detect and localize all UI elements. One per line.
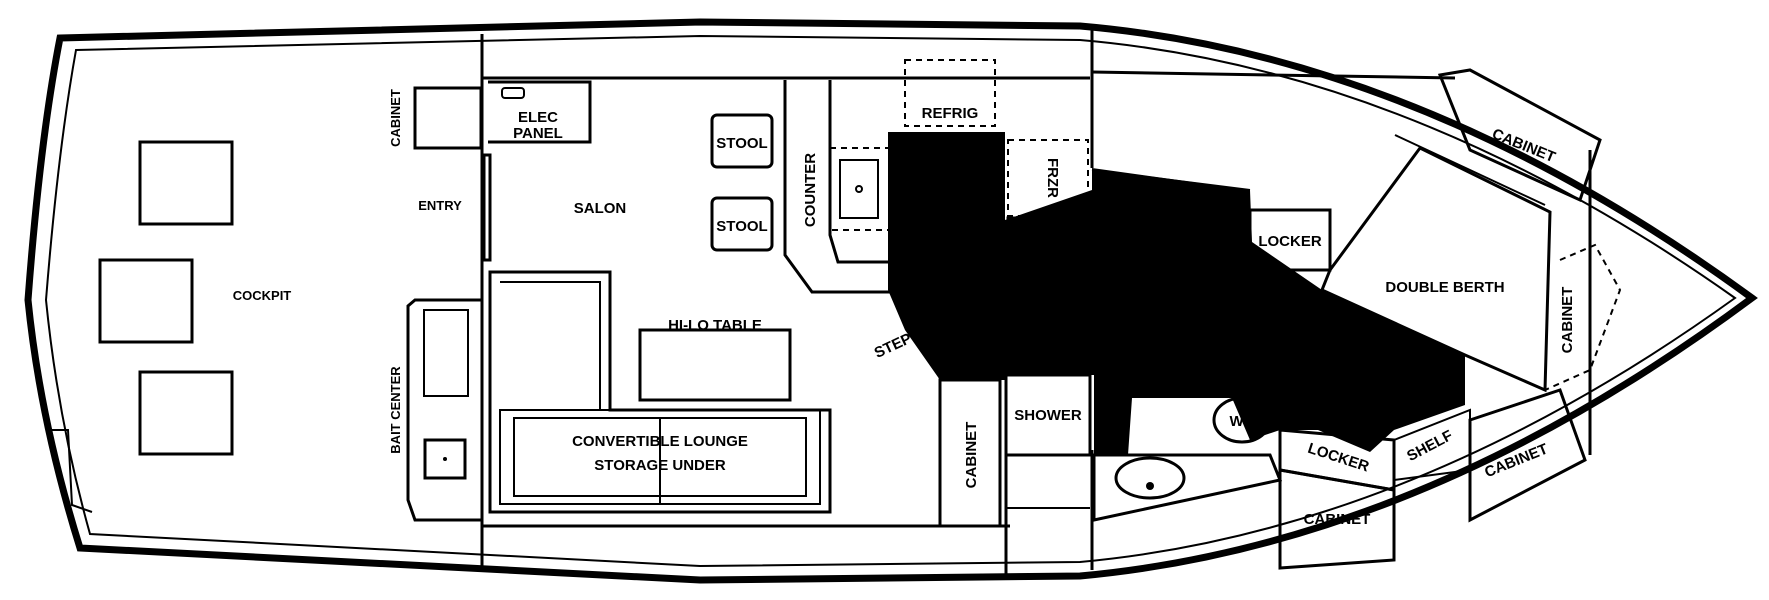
galley-sink: [839, 159, 879, 219]
hi-lo-table-top: [638, 328, 792, 402]
bait-sink-drain: [443, 457, 447, 461]
refrig-box: [904, 59, 996, 127]
bait-center-box: [406, 298, 484, 522]
lounge-inner: [500, 281, 601, 410]
burner-1: [1016, 226, 1040, 250]
cockpit-hatch-3: [138, 370, 234, 456]
label-cabinet-shower: CABINET: [963, 422, 980, 489]
label-locker-1: LOCKER: [1258, 233, 1322, 250]
stool-2-seat: [710, 196, 774, 252]
transom-step: [46, 429, 93, 513]
shower-cabinet-wall: [938, 378, 1002, 528]
lounge-outline: [488, 270, 832, 514]
forward-cabin-wall-top: [1091, 70, 1456, 80]
label-step: STEP: [872, 330, 915, 362]
label-cockpit: COCKPIT: [233, 288, 292, 303]
fwd-cabinet-right: [1544, 243, 1622, 391]
elec-panel-box: [488, 80, 592, 144]
wc-bowl: [1212, 396, 1272, 444]
shower-box: [1004, 373, 1092, 457]
label-cabinet-fwd-right: CABINET: [1559, 287, 1576, 354]
fwd-cabinet-bottom: [1468, 388, 1587, 523]
hull-inner-line: [44, 34, 1737, 568]
head-sink: [1114, 456, 1186, 500]
label-stool-1: STOOL: [716, 135, 767, 152]
cabinet-head-box: [1278, 468, 1396, 570]
double-berth-top: [1394, 134, 1546, 206]
label-wc: WC: [1230, 413, 1255, 430]
burner-2: [1048, 240, 1072, 264]
label-cabinet-aft: CABINET: [388, 89, 403, 147]
bait-center-top: [423, 309, 469, 397]
label-bait-center: BAIT CENTER: [388, 366, 403, 454]
cabinet-aft-box: [413, 86, 483, 150]
cockpit-hatch-1: [138, 140, 234, 226]
head-sink-drain: [1146, 482, 1154, 490]
bait-center-sink: [423, 438, 467, 480]
label-hi-lo-table: HI-LO TABLE: [668, 317, 762, 334]
label-refrig: REFRIG: [922, 105, 979, 122]
label-elec-panel-2: PANEL: [513, 125, 563, 142]
label-elec-panel-1: ELEC: [518, 109, 558, 126]
label-counter: COUNTER: [802, 153, 819, 227]
label-stool-2: STOOL: [716, 218, 767, 235]
label-double-berth: DOUBLE BERTH: [1385, 279, 1504, 296]
label-shower: SHOWER: [1014, 407, 1082, 424]
label-cabinet-head: CABINET: [1304, 511, 1371, 528]
cockpit-hatch-2: [98, 258, 194, 344]
stool-1-seat: [710, 113, 774, 169]
hull-outline: [24, 18, 1758, 584]
locker-fwd-box: [1248, 208, 1332, 272]
stove-box: [1006, 216, 1084, 288]
label-frzr: FRZR: [1044, 158, 1061, 198]
forward-cabin-shelf-top: [1091, 169, 1251, 191]
galley-sink-drain: [855, 185, 863, 193]
entry-door: [482, 153, 492, 262]
label-entry: ENTRY: [418, 198, 462, 213]
burner-3: [1016, 256, 1040, 280]
elec-switch: [501, 87, 525, 99]
label-salon: SALON: [574, 200, 627, 217]
label-lounge-2: STORAGE UNDER: [594, 457, 726, 474]
label-lounge-1: CONVERTIBLE LOUNGE: [572, 433, 748, 450]
